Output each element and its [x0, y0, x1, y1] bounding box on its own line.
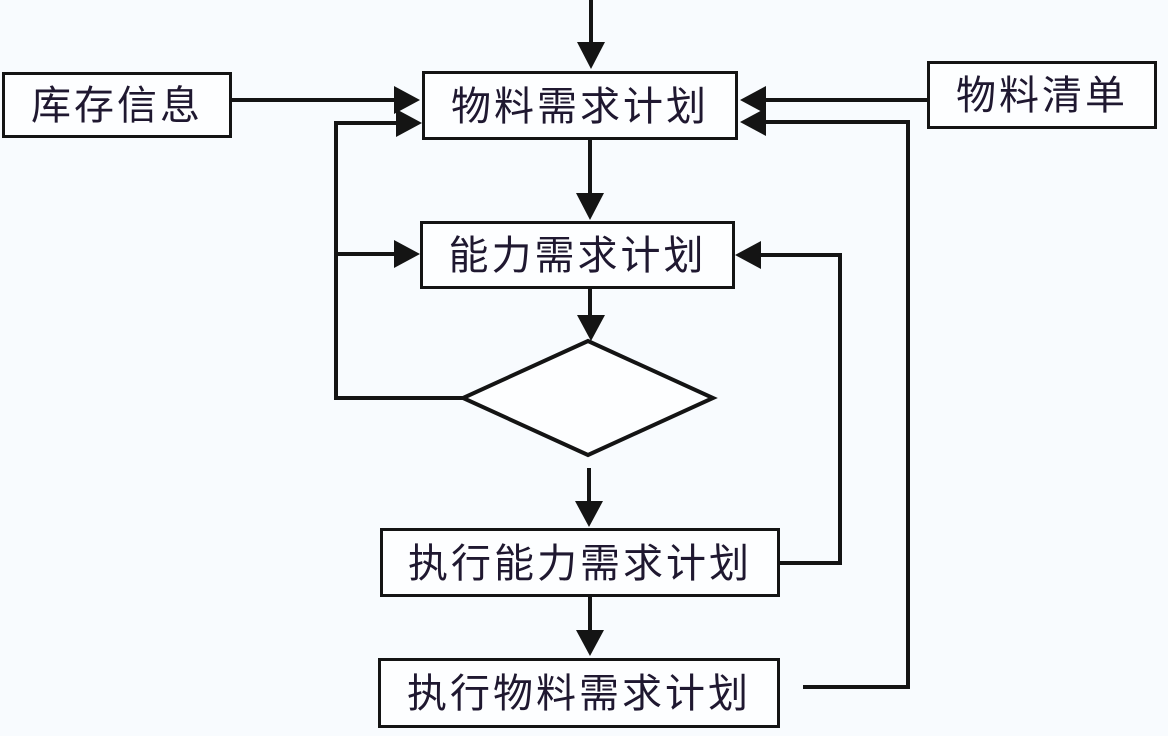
edge-exec-crp-feedback-to-crp [735, 241, 842, 565]
node-execute-material-requirements-plan: 执行物料需求计划 [378, 658, 780, 728]
node-capacity-requirements-plan-label: 能力需求计划 [448, 233, 707, 278]
arrowhead-right-icon [394, 240, 420, 268]
edge-exec-crp-to-exec-mrp [576, 597, 604, 656]
edge-crp-to-decision [577, 289, 605, 341]
arrowhead-right-icon [394, 86, 420, 114]
edge-decision-feedback-left [334, 109, 463, 400]
node-execute-capacity-requirements-plan-label: 执行能力需求计划 [408, 540, 752, 586]
arrowhead-left-icon [740, 108, 766, 136]
edge-exec-mrp-feedback-to-mrp [740, 108, 910, 689]
arrowhead-down-icon [577, 315, 605, 341]
arrowhead-left-icon [740, 86, 766, 114]
edge-top-into-mrp [577, 0, 605, 69]
arrowhead-left-icon [735, 241, 761, 269]
arrowhead-down-icon [577, 42, 605, 69]
arrowhead-down-icon [576, 630, 604, 656]
node-inventory-info-label: 库存信息 [31, 83, 203, 128]
node-capacity-requirements-plan: 能力需求计划 [420, 221, 735, 289]
node-material-requirements-plan: 物料需求计划 [422, 71, 738, 140]
node-inventory-info: 库存信息 [2, 72, 232, 138]
node-execute-material-requirements-plan-label: 执行物料需求计划 [407, 671, 751, 716]
arrowhead-down-icon [575, 501, 603, 527]
node-bill-of-materials-label: 物料清单 [956, 73, 1128, 118]
node-execute-capacity-requirements-plan: 执行能力需求计划 [380, 528, 780, 597]
edge-inventory-to-mrp [232, 86, 420, 114]
edge-mrp-to-crp [576, 140, 604, 220]
edge-decision-to-exec-crp [575, 468, 603, 527]
node-material-requirements-plan-label: 物料需求计划 [451, 83, 709, 129]
arrowhead-down-icon [576, 193, 604, 220]
node-bill-of-materials: 物料清单 [927, 61, 1157, 129]
decision-diamond-node [458, 338, 718, 458]
arrowhead-right-icon [396, 109, 422, 137]
edge-bom-to-mrp [740, 86, 927, 114]
